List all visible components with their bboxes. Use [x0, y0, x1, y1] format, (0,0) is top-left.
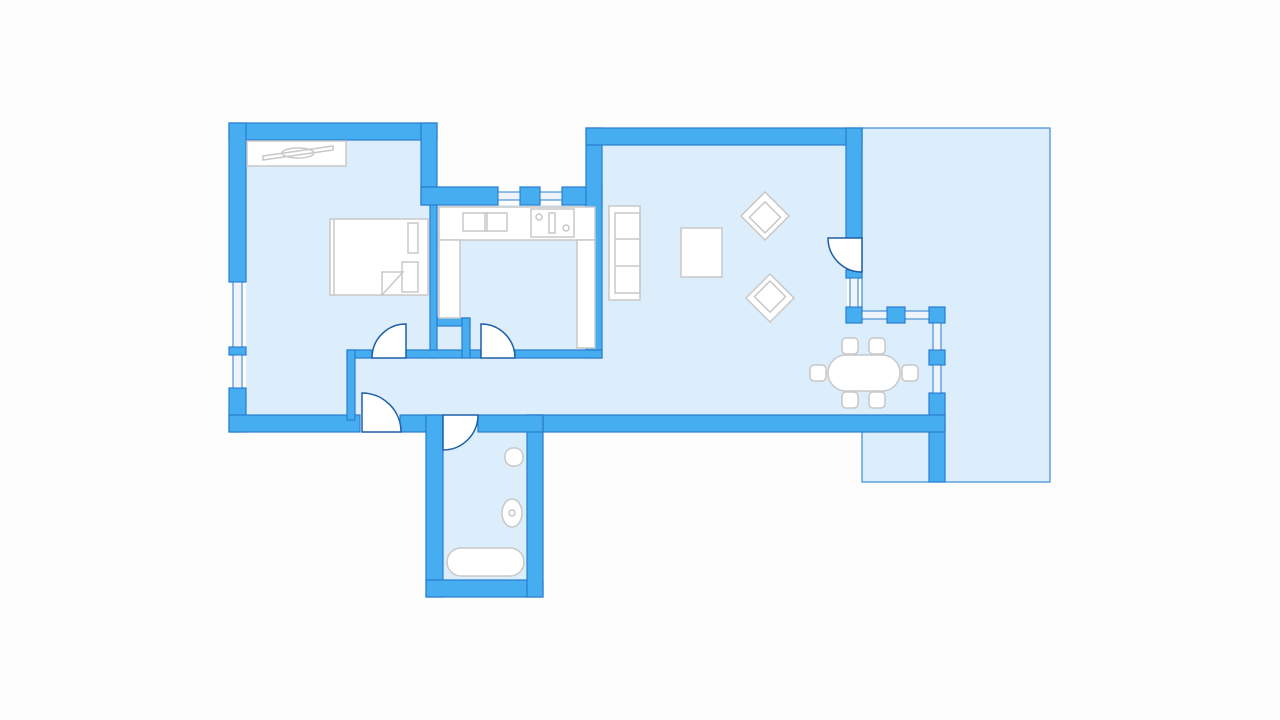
- bathtub: [446, 547, 525, 577]
- sink: [501, 498, 523, 528]
- floors: [246, 140, 935, 582]
- sofa: [608, 205, 641, 301]
- coffee-table: [680, 227, 723, 278]
- toilet: [504, 447, 524, 467]
- furniture: [246, 140, 919, 577]
- walls: [228, 122, 946, 598]
- bed: [329, 218, 429, 296]
- dining-table: [827, 354, 901, 392]
- doors: [361, 237, 863, 451]
- windows: [232, 191, 942, 394]
